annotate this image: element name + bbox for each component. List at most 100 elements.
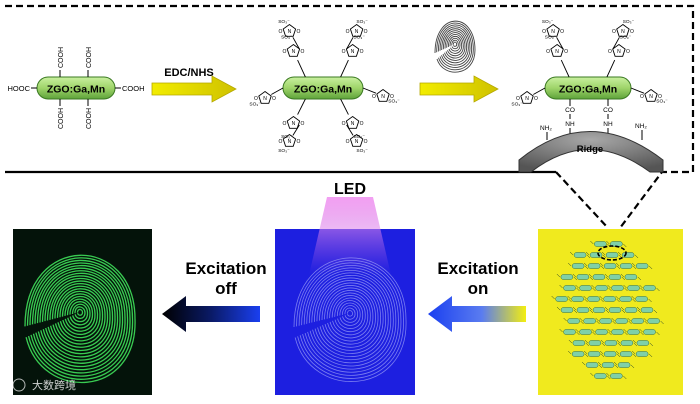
amide-co-1: CO bbox=[565, 107, 575, 114]
nanoparticle bbox=[586, 363, 598, 368]
nanoparticle bbox=[568, 319, 580, 324]
sulfonate-label: SO₃⁻ bbox=[278, 19, 290, 25]
nitrogen-label: N bbox=[381, 94, 385, 100]
nitrogen-label: N bbox=[292, 121, 296, 127]
nanoparticle bbox=[636, 264, 648, 269]
sulfonate-label: SO₃⁻ bbox=[656, 98, 668, 104]
amide-co-2: CO bbox=[603, 107, 613, 114]
nanoparticle bbox=[588, 264, 600, 269]
nanoparticle bbox=[632, 319, 644, 324]
carboxyl-bottom-2: COOH bbox=[86, 108, 93, 129]
oxygen-label: O bbox=[278, 29, 282, 35]
fingerprint-icon-ridge bbox=[453, 42, 456, 46]
oxygen-label: O bbox=[608, 49, 612, 55]
sulfonate-label: SO₃⁻ bbox=[623, 19, 635, 25]
nanoparticle bbox=[625, 308, 637, 313]
nanoparticle bbox=[618, 363, 630, 368]
nanoparticle bbox=[593, 308, 605, 313]
nanoparticle bbox=[596, 286, 608, 291]
nanoparticle bbox=[606, 253, 618, 258]
carboxyl-right: COOH bbox=[122, 84, 145, 93]
nitrogen-label: N bbox=[292, 49, 296, 55]
sulfonate-label: SO₃⁻ bbox=[249, 102, 261, 108]
nitrogen-label: N bbox=[649, 94, 653, 100]
fingerprint-icon bbox=[435, 21, 475, 72]
nanoparticle bbox=[589, 341, 601, 346]
nanoparticle bbox=[561, 308, 573, 313]
oxygen-label: O bbox=[296, 139, 300, 145]
sulfonate-label: SO₃⁻ bbox=[281, 35, 293, 41]
nanoparticle bbox=[584, 319, 596, 324]
nanoparticle bbox=[620, 352, 632, 357]
nanoparticle bbox=[622, 253, 634, 258]
nanoparticle bbox=[604, 264, 616, 269]
fingerprint-icon-ridge bbox=[452, 40, 459, 49]
nanoparticle bbox=[612, 286, 624, 291]
nanoparticle bbox=[644, 286, 656, 291]
nanoparticle bbox=[564, 330, 576, 335]
nhs-ester: OONSO₃⁻ bbox=[281, 35, 305, 77]
nanoparticle bbox=[616, 319, 628, 324]
nanoparticle bbox=[580, 330, 592, 335]
nanoparticle bbox=[561, 275, 573, 280]
nanoparticle bbox=[637, 341, 649, 346]
oxygen-label: O bbox=[360, 121, 364, 127]
led-beam bbox=[309, 197, 391, 275]
nitrogen-label: N bbox=[551, 29, 555, 35]
sulfonate-label: SO₃⁻ bbox=[278, 148, 290, 154]
nanoparticle bbox=[572, 264, 584, 269]
oxygen-label: O bbox=[282, 121, 286, 127]
nanoparticle bbox=[590, 253, 602, 258]
oxygen-label: O bbox=[278, 139, 282, 145]
nitrogen-label: N bbox=[263, 96, 267, 102]
oxygen-label: O bbox=[546, 49, 550, 55]
oxygen-label: O bbox=[534, 96, 538, 102]
sulfonate-label: SO₃⁻ bbox=[545, 35, 557, 41]
nanoparticle bbox=[644, 330, 656, 335]
nanoparticle bbox=[625, 275, 637, 280]
particle-nhs: ZGO:Ga,Mn OONSO₃⁻OONSO₃⁻OONSO₃⁻OONSO₃⁻OO… bbox=[249, 19, 400, 154]
oxygen-label: O bbox=[360, 49, 364, 55]
nanoparticle bbox=[609, 275, 621, 280]
nhs-ester: OONSO₃⁻ bbox=[607, 35, 632, 77]
nanoparticle bbox=[577, 308, 589, 313]
nhs-ester: OONSO₃⁻ bbox=[612, 19, 635, 49]
nanoparticle bbox=[636, 352, 648, 357]
nitrogen-label: N bbox=[617, 49, 621, 55]
sulfonate-label: SO₃⁻ bbox=[542, 19, 554, 25]
nanoparticle bbox=[580, 286, 592, 291]
oxygen-label: O bbox=[342, 121, 346, 127]
nhs-ester: OONSO₃⁻ bbox=[341, 35, 366, 77]
oxygen-label: O bbox=[564, 49, 568, 55]
oxygen-label: O bbox=[342, 49, 346, 55]
nanoparticle bbox=[556, 297, 568, 302]
amine-right: NH₂ bbox=[635, 123, 647, 130]
nanoparticle bbox=[594, 242, 606, 247]
nanoparticle bbox=[605, 341, 617, 346]
nanoparticle bbox=[572, 352, 584, 357]
oxygen-label: O bbox=[272, 96, 276, 102]
oxygen-label: O bbox=[282, 49, 286, 55]
nanoparticle bbox=[628, 286, 640, 291]
excitation-on-line2: on bbox=[468, 279, 489, 298]
nanoparticle bbox=[636, 297, 648, 302]
oxygen-label: O bbox=[364, 29, 368, 35]
oxygen-label: O bbox=[542, 29, 546, 35]
fingerprint-icon-ridge bbox=[447, 34, 464, 55]
sulfonate-label: SO₃⁻ bbox=[353, 35, 365, 41]
nanoparticle bbox=[602, 363, 614, 368]
amide-nh-2: NH bbox=[603, 121, 613, 128]
nanoparticle bbox=[564, 286, 576, 291]
nanoparticle bbox=[609, 308, 621, 313]
oxygen-label: O bbox=[254, 96, 258, 102]
carboxyl-top-2: COOH bbox=[86, 47, 93, 68]
excitation-off-line1: Excitation bbox=[185, 259, 266, 278]
watermark-text: 大数跨境 bbox=[32, 378, 76, 392]
nanoparticle bbox=[593, 275, 605, 280]
nanoparticle bbox=[604, 352, 616, 357]
carboxyl-bottom-1: COOH bbox=[58, 108, 65, 129]
